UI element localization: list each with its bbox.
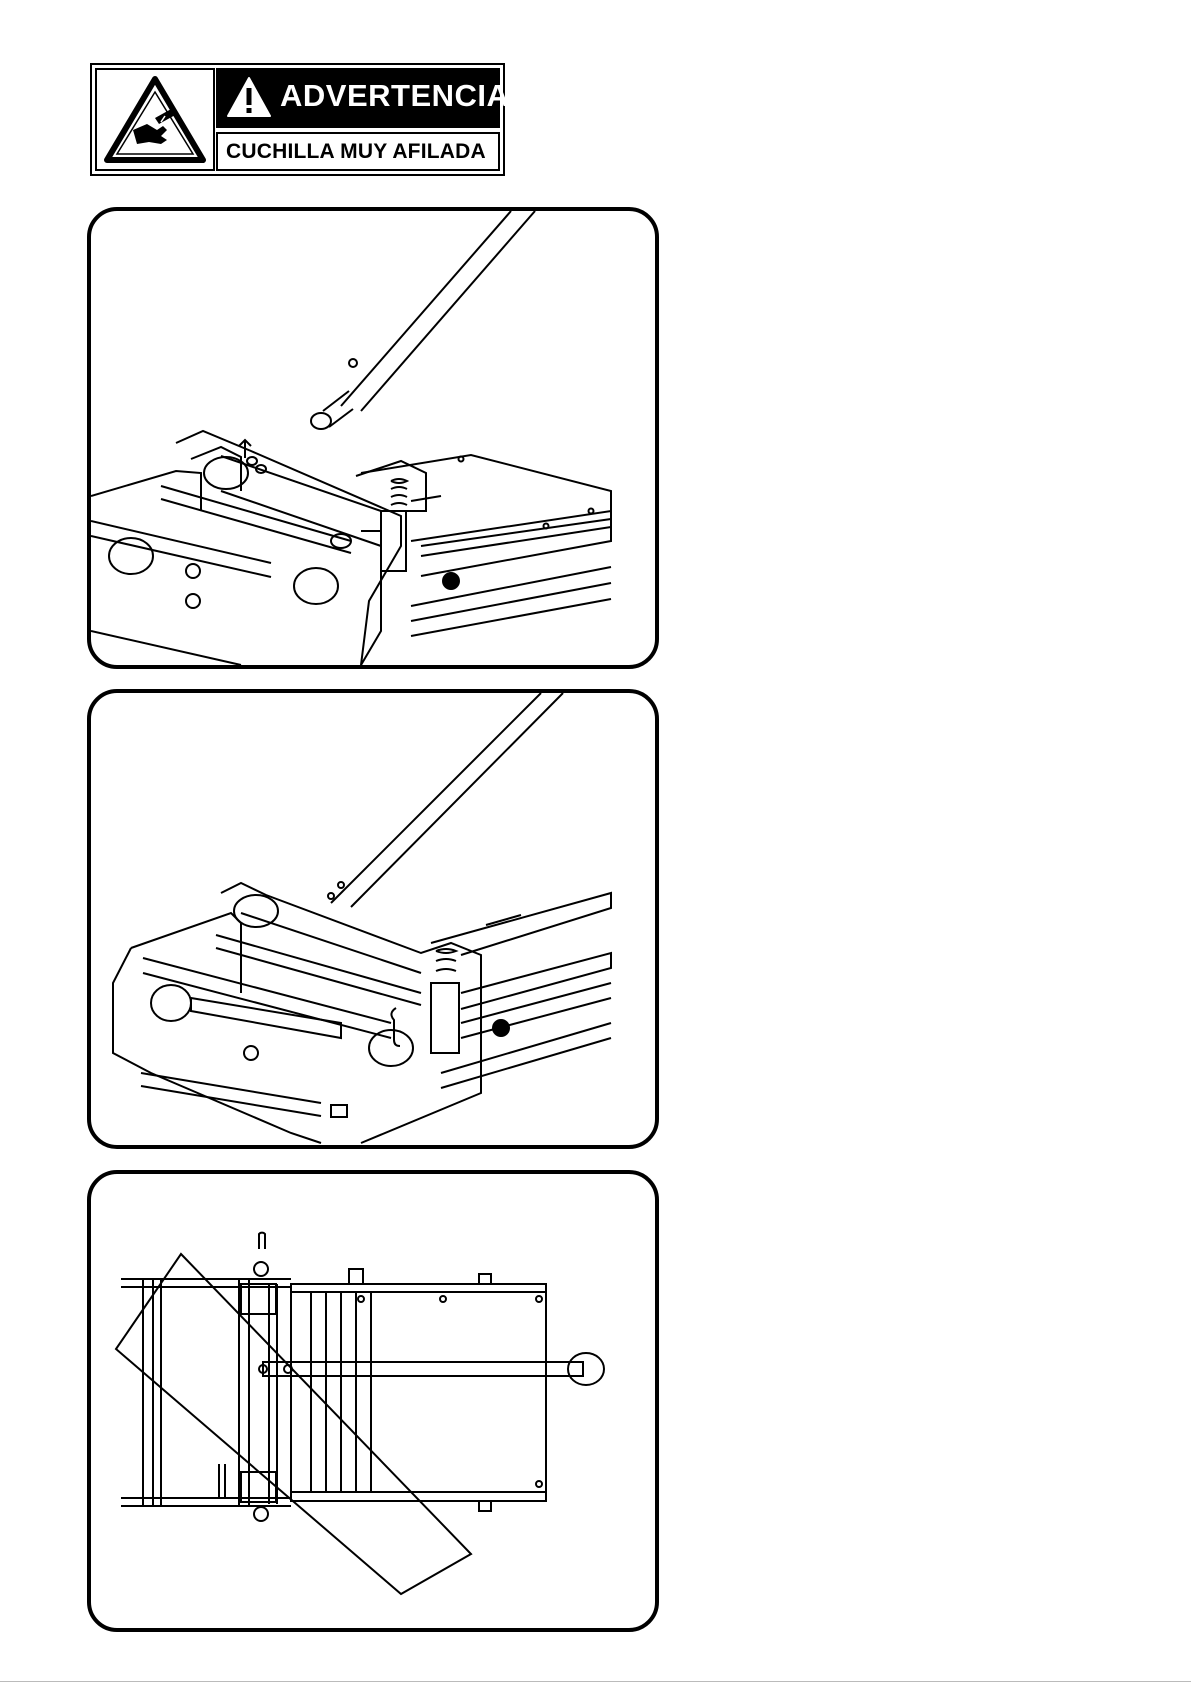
- warning-message-box: CUCHILLA MUY AFILADA: [216, 132, 500, 171]
- signal-word: ADVERTENCIA: [280, 78, 509, 114]
- figure-panel-3: [87, 1170, 659, 1632]
- warning-message: CUCHILLA MUY AFILADA: [226, 140, 486, 164]
- cutter-arm-with-screw-illustration: [91, 211, 655, 665]
- top-view-cutter-with-sheet-illustration: [91, 1174, 655, 1628]
- figure-panel-1: [87, 207, 659, 669]
- cutter-arm-installed-illustration: [91, 693, 655, 1145]
- exclamation-triangle-icon: [226, 76, 272, 118]
- signal-word-band: ADVERTENCIA: [216, 68, 500, 128]
- figure-panel-2: [87, 689, 659, 1149]
- page-bottom-rule: [0, 1681, 1191, 1682]
- warning-label: ADVERTENCIA CUCHILLA MUY AFILADA: [90, 63, 505, 176]
- hand-cut-icon: [95, 68, 215, 171]
